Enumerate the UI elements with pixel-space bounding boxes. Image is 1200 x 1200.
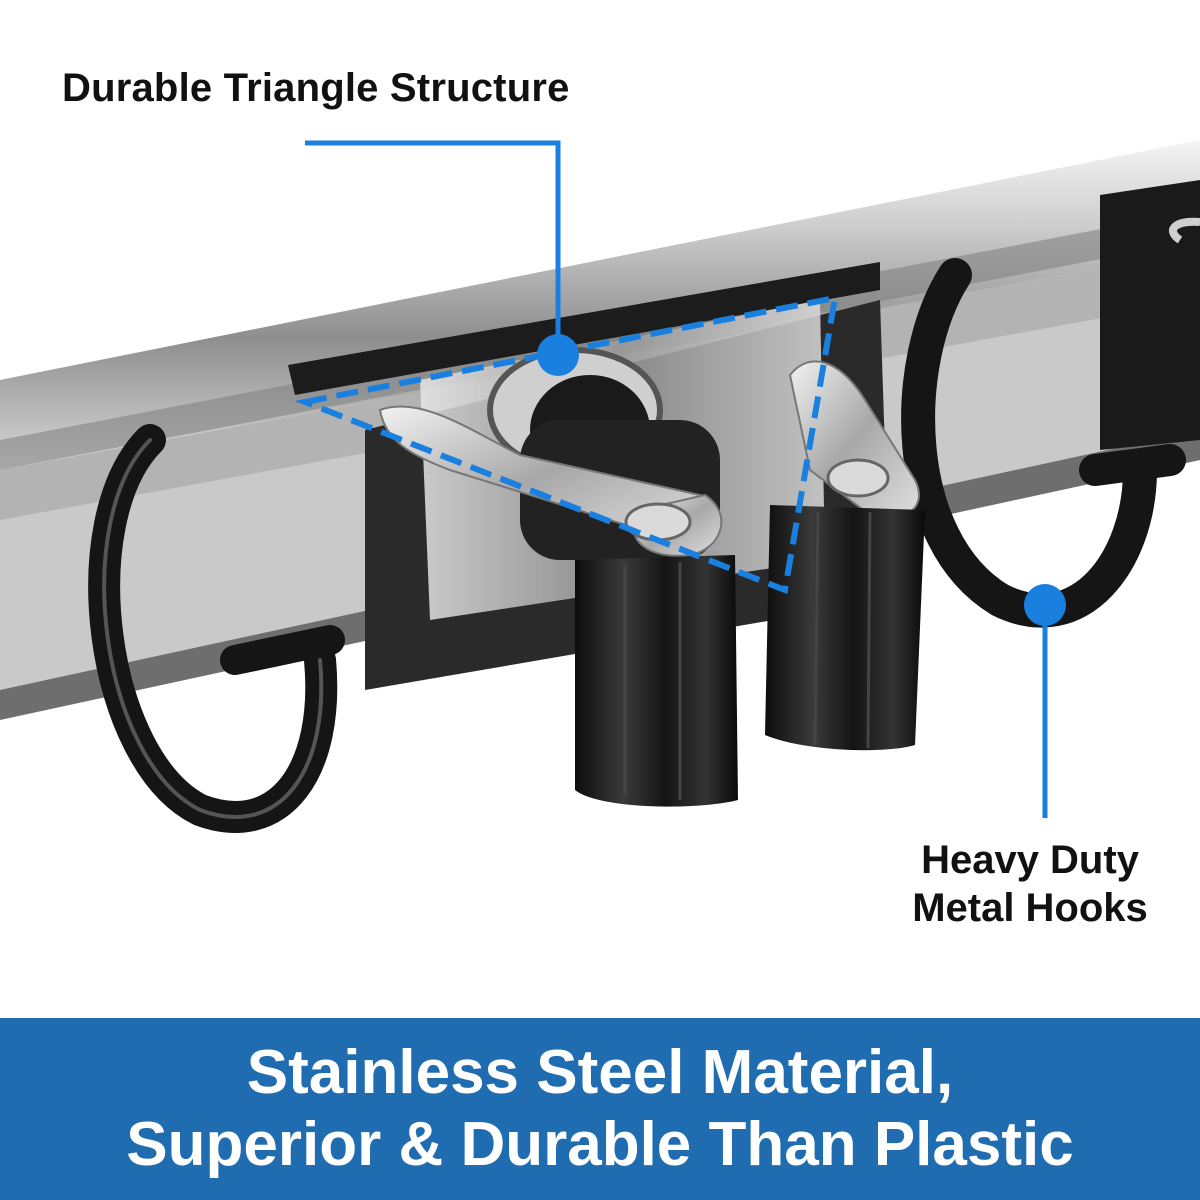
feature-banner: Stainless Steel Material, Superior & Dur… [0,1018,1200,1200]
callout-hooks-line-1: Heavy Duty [921,838,1139,882]
left-metal-hook [88,424,345,833]
hooks-callout-leader [1024,584,1066,818]
left-roller-clamp [378,405,738,807]
center-clamp-bracket [288,262,890,690]
partial-bracket-right [1100,180,1200,450]
right-roller-clamp [765,360,925,751]
callout-metal-hooks: Heavy Duty Metal Hooks [880,836,1180,932]
callout-hooks-line-2: Metal Hooks [912,886,1148,930]
banner-line-2: Superior & Durable Than Plastic [126,1110,1074,1179]
banner-line-1: Stainless Steel Material, [246,1038,954,1107]
callout-triangle-structure: Durable Triangle Structure [62,66,570,110]
triangle-callout-leader [305,140,579,376]
right-metal-hook [901,258,1186,628]
